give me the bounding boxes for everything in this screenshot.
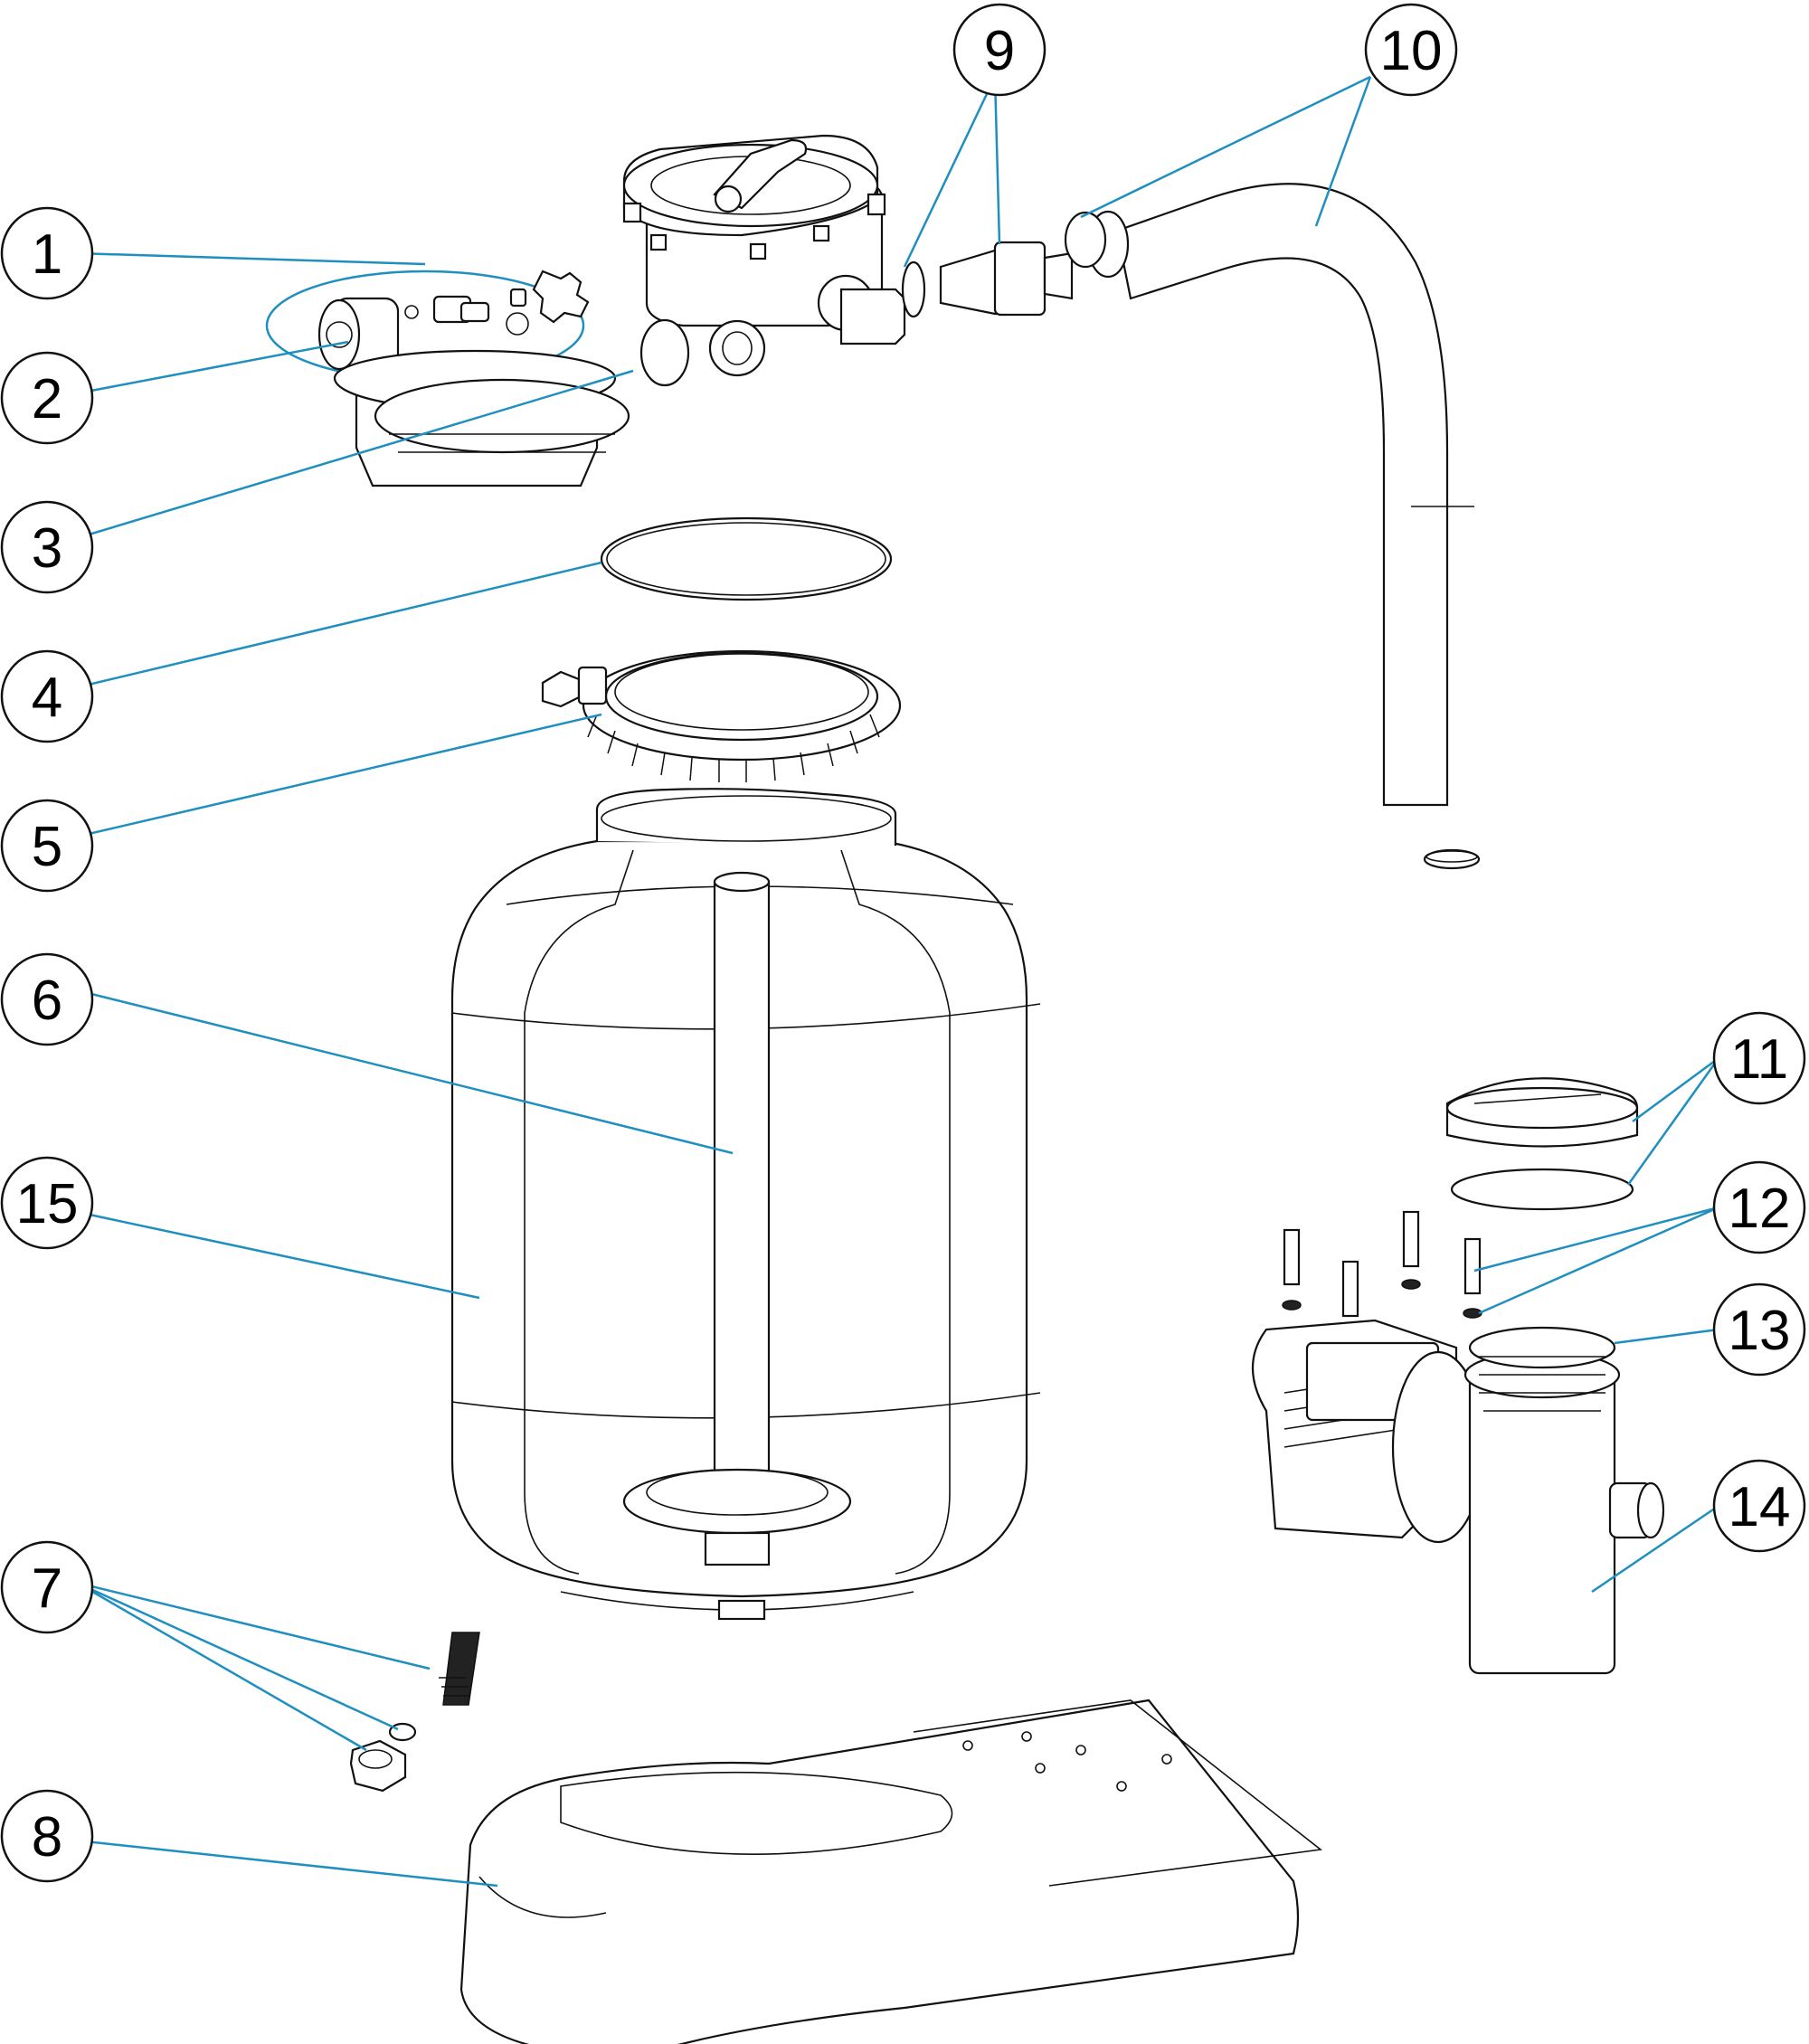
callout-9-label: 9 xyxy=(984,20,1015,82)
callout-5-circle xyxy=(0,799,94,893)
callout-1-label: 1 xyxy=(32,223,62,286)
callout-9-circle xyxy=(952,3,1047,97)
leader-lines xyxy=(76,75,1720,1888)
multiport-valve xyxy=(333,134,906,487)
callout-12-label: 12 xyxy=(1728,1178,1791,1240)
filter-tank xyxy=(450,788,1041,1621)
pump-bolts xyxy=(1282,1210,1482,1335)
callout-6: 6 xyxy=(0,952,94,1046)
callout-7: 7 xyxy=(0,1540,94,1634)
callout-9: 9 xyxy=(952,3,1047,97)
callout-3-label: 3 xyxy=(32,517,62,580)
callout-8-circle xyxy=(0,1789,94,1883)
callout-4-circle xyxy=(0,649,94,743)
callout-15-circle xyxy=(0,1156,94,1250)
callout-8-label: 8 xyxy=(32,1806,62,1869)
callout-11-circle xyxy=(1712,1011,1806,1105)
callout-13: 13 xyxy=(1712,1282,1806,1377)
callout-12: 12 xyxy=(1712,1160,1806,1254)
filter-pump xyxy=(1252,1077,1665,1675)
callout-2-label: 2 xyxy=(32,368,62,431)
callout-5-label: 5 xyxy=(32,816,62,878)
callout-1: 1 xyxy=(0,206,94,300)
union-fitting xyxy=(901,241,1074,318)
callout-10-label: 10 xyxy=(1380,20,1443,82)
callout-6-label: 6 xyxy=(32,970,62,1032)
gauge-kit-group xyxy=(265,270,590,382)
callout-11: 11 xyxy=(1712,1011,1806,1105)
callout-14-label: 14 xyxy=(1728,1476,1791,1538)
callout-5: 5 xyxy=(0,799,94,893)
tank-clamp-ring xyxy=(541,649,902,782)
callout-10: 10 xyxy=(1364,3,1458,97)
callout-4: 4 xyxy=(0,649,94,743)
callout-6-circle xyxy=(0,952,94,1046)
callout-15-label: 15 xyxy=(16,1173,79,1235)
callout-2: 2 xyxy=(0,351,94,445)
callout-1-circle xyxy=(0,206,94,300)
callout-10-circle xyxy=(1364,3,1458,97)
callout-7-label: 7 xyxy=(32,1557,62,1620)
filter-base xyxy=(459,1699,1322,2044)
callout-3-circle xyxy=(0,500,94,594)
tank-o-ring xyxy=(600,516,893,601)
callout-13-label: 13 xyxy=(1728,1300,1791,1362)
callout-12-circle xyxy=(1712,1160,1806,1254)
connection-hose xyxy=(1064,183,1481,870)
callout-13-circle xyxy=(1712,1282,1806,1377)
callout-8: 8 xyxy=(0,1789,94,1883)
callout-3: 3 xyxy=(0,500,94,594)
callout-14: 14 xyxy=(1712,1459,1806,1553)
callout-11-label: 11 xyxy=(1730,1028,1788,1091)
callout-4-label: 4 xyxy=(32,667,62,729)
callout-14-circle xyxy=(1712,1459,1806,1553)
callout-7-circle xyxy=(0,1540,94,1634)
drain-plug-kit xyxy=(349,1632,480,1793)
callout-2-circle xyxy=(0,351,94,445)
callout-15: 15 xyxy=(0,1156,94,1250)
